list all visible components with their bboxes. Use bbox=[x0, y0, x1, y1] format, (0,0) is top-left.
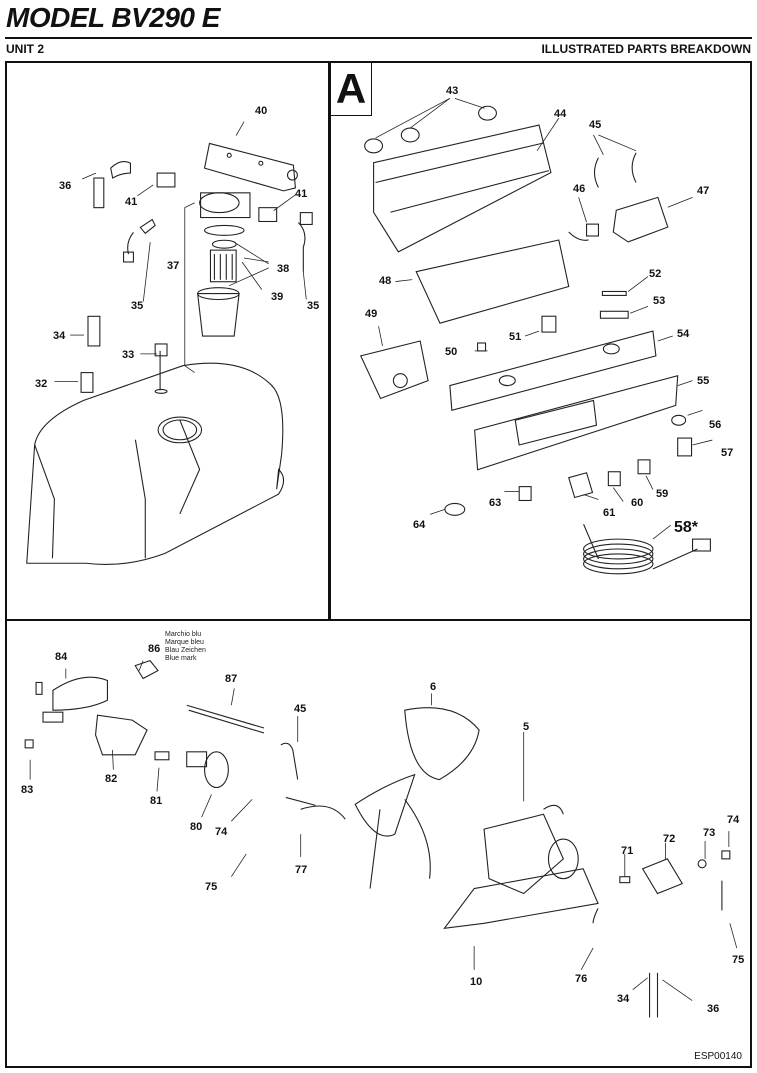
callout-50: 50 bbox=[445, 346, 458, 358]
callout-60: 60 bbox=[631, 497, 644, 509]
note-line-en: Blue mark bbox=[165, 655, 197, 662]
callout-41-left: 41 bbox=[125, 196, 138, 208]
callout-32: 32 bbox=[35, 378, 48, 390]
callout-39: 39 bbox=[271, 291, 284, 303]
title-rule bbox=[5, 37, 752, 39]
callout-34: 34 bbox=[617, 993, 630, 1005]
callout-48: 48 bbox=[379, 275, 392, 287]
section-badge: A bbox=[331, 63, 372, 116]
callout-81: 81 bbox=[150, 795, 163, 807]
callout-57: 57 bbox=[721, 447, 734, 459]
callout-44: 44 bbox=[554, 108, 567, 120]
callout-46: 46 bbox=[573, 183, 586, 195]
callout-51: 51 bbox=[509, 331, 522, 343]
control-box-panel: A 43 44 45 46 47 48 52 bbox=[329, 61, 752, 621]
callout-45: 45 bbox=[589, 119, 602, 131]
callout-53: 53 bbox=[653, 295, 666, 307]
note-line-fr: Marque bleu bbox=[165, 639, 204, 646]
callout-82: 82 bbox=[105, 773, 118, 785]
control-box-drawing bbox=[359, 97, 713, 575]
callout-36: 36 bbox=[59, 180, 72, 192]
burner-drawing bbox=[24, 660, 738, 1018]
callout-41-right: 41 bbox=[295, 188, 308, 200]
tank-panel: 40 36 41 41 37 38 39 35 35 34 33 32 bbox=[5, 61, 330, 621]
callout-76: 76 bbox=[575, 973, 588, 985]
callout-87: 87 bbox=[225, 673, 238, 685]
callout-5: 5 bbox=[523, 721, 530, 733]
callout-75-left: 75 bbox=[205, 881, 218, 893]
callout-54: 54 bbox=[677, 328, 690, 340]
burner-panel: 84 86 Marchio blu Marque bleu Blau Zeich… bbox=[5, 619, 752, 1068]
callout-10: 10 bbox=[470, 976, 483, 988]
callout-33: 33 bbox=[122, 349, 135, 361]
callout-6: 6 bbox=[430, 681, 437, 693]
model-title: MODEL BV290 E bbox=[6, 2, 220, 33]
callout-36: 36 bbox=[707, 1003, 720, 1015]
tank-drawing bbox=[26, 121, 313, 565]
blue-mark-note: Marchio blu Marque bleu Blau Zeichen Blu… bbox=[165, 631, 206, 663]
callout-52: 52 bbox=[649, 268, 662, 280]
callout-40: 40 bbox=[255, 105, 268, 117]
callout-35-left: 35 bbox=[131, 300, 144, 312]
callout-80: 80 bbox=[190, 821, 203, 833]
callout-38: 38 bbox=[277, 263, 290, 275]
callout-49: 49 bbox=[365, 308, 378, 320]
drawing-code: ESP00140 bbox=[694, 1051, 742, 1062]
callout-58: 58* bbox=[674, 519, 699, 536]
callout-47: 47 bbox=[697, 185, 710, 197]
callout-86: 86 bbox=[148, 643, 161, 655]
callout-83: 83 bbox=[21, 784, 34, 796]
callout-74-left: 74 bbox=[215, 826, 228, 838]
callout-73: 73 bbox=[703, 827, 716, 839]
callout-71: 71 bbox=[621, 845, 634, 857]
callout-34: 34 bbox=[53, 330, 66, 342]
callout-55: 55 bbox=[697, 375, 710, 387]
callout-74-right: 74 bbox=[727, 814, 740, 826]
callout-84: 84 bbox=[55, 651, 68, 663]
callout-63: 63 bbox=[489, 497, 502, 509]
callout-61: 61 bbox=[603, 507, 616, 519]
callout-77: 77 bbox=[295, 864, 308, 876]
callout-72: 72 bbox=[663, 833, 676, 845]
unit-label: UNIT 2 bbox=[6, 42, 45, 56]
callout-56: 56 bbox=[709, 419, 722, 431]
note-line-de: Blau Zeichen bbox=[165, 647, 206, 654]
callout-45: 45 bbox=[294, 703, 307, 715]
callout-75-right: 75 bbox=[732, 954, 745, 966]
callout-37: 37 bbox=[167, 260, 180, 272]
callout-64: 64 bbox=[413, 519, 426, 531]
callout-59: 59 bbox=[656, 488, 669, 500]
section-label: ILLUSTRATED PARTS BREAKDOWN bbox=[541, 42, 751, 56]
note-line-it: Marchio blu bbox=[165, 631, 202, 638]
callout-35-right: 35 bbox=[307, 300, 320, 312]
callout-43: 43 bbox=[446, 85, 459, 97]
